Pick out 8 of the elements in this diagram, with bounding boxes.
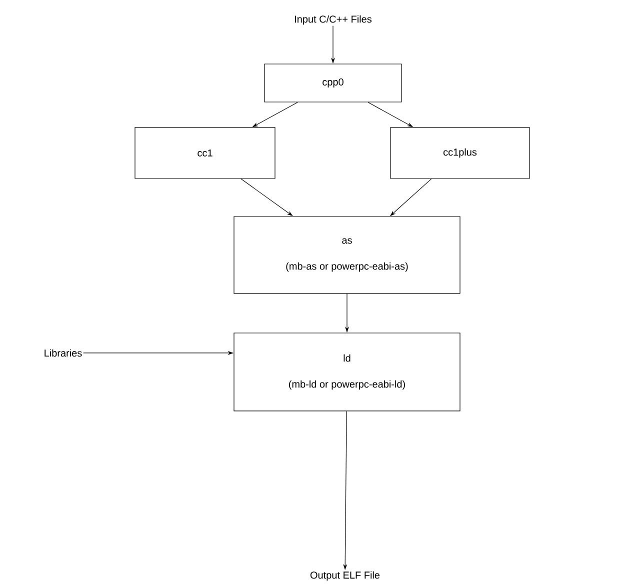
process-box: cc1plus [390,127,530,179]
label-text: Input C/C++ Files [295,15,372,25]
label-text: Output ELF File [310,571,380,581]
process-box: cpp0 [264,64,402,102]
label-text: Libraries [44,349,82,357]
process-box: cc1 [134,127,276,179]
process-box: ld (mb-ld or powerpc-eabi-ld) [234,332,460,412]
process-box: as (mb-as or powerpc-eabi-as) [234,216,460,294]
